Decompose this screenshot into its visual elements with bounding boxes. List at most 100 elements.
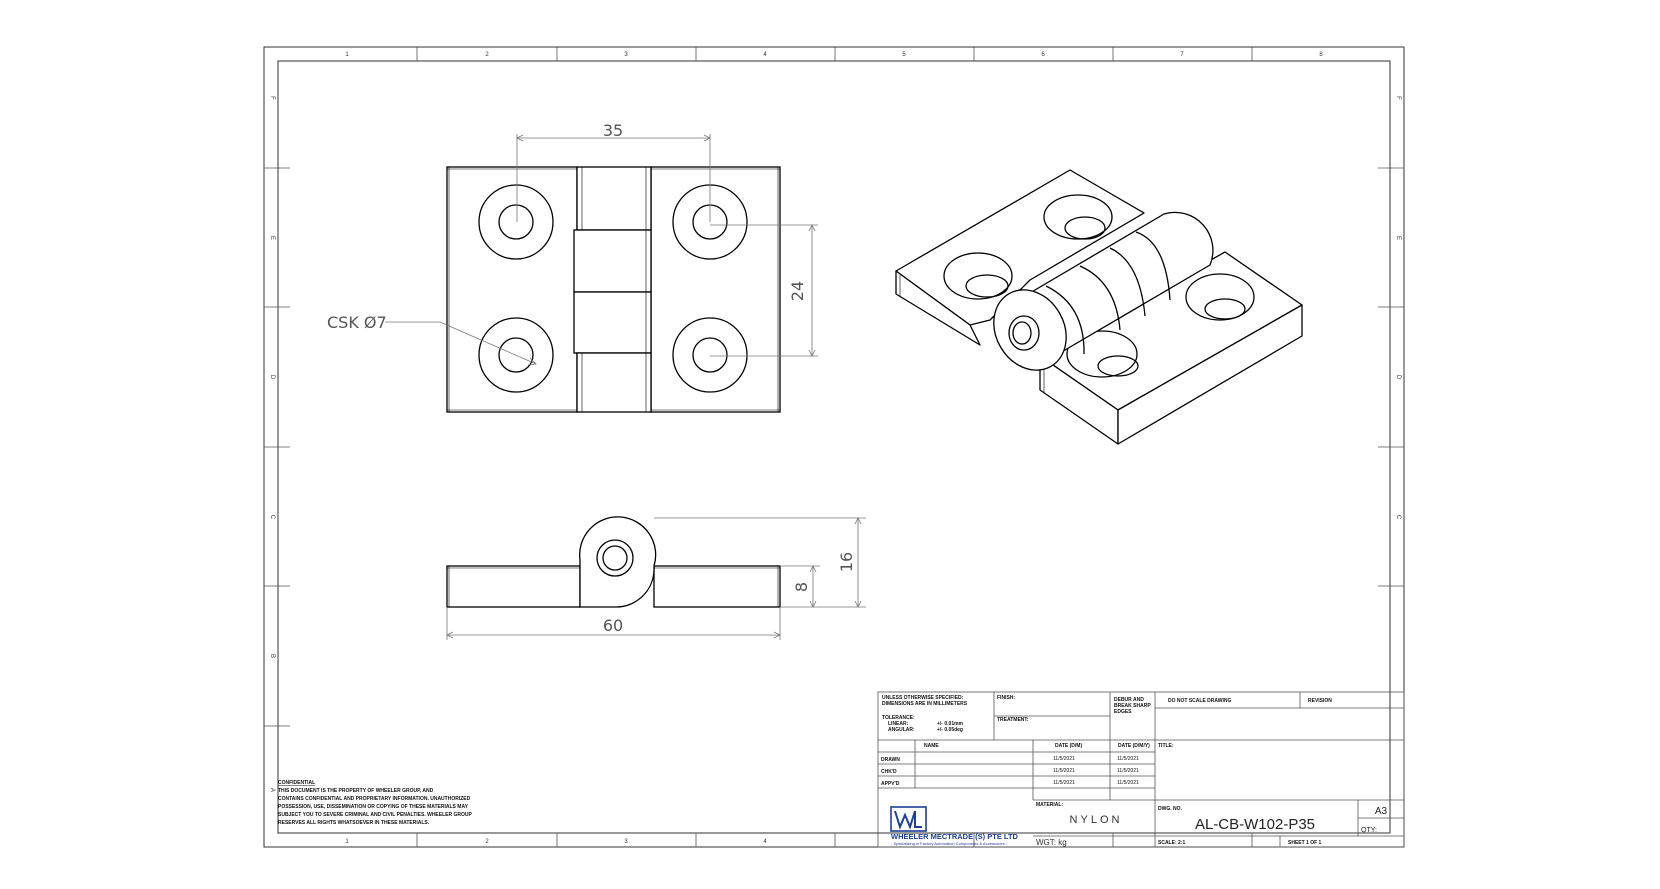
angular-label: ANGULAR:	[888, 727, 915, 733]
side-left-leaf	[446, 565, 581, 608]
row-date: 11/5/2021	[1053, 768, 1075, 774]
row-letters: F E D C B A F E D C	[269, 96, 1401, 792]
row-date: 11/5/2021	[1117, 756, 1139, 762]
iso-hole-inner	[1064, 216, 1106, 240]
col-number: 2	[485, 839, 489, 845]
linear-label: LINEAR:	[888, 721, 909, 727]
iso-hole	[943, 252, 1013, 300]
side-view-dimensions	[446, 517, 866, 640]
col-number: 3	[624, 52, 628, 58]
treatment-label: TREATMENT:	[997, 717, 1029, 723]
iso-hole-inner	[1097, 355, 1139, 377]
sheet-border	[263, 46, 1405, 848]
side-right-leaf	[653, 565, 781, 608]
unless-specified: UNLESS OTHERWISE SPECIFIED:	[882, 695, 964, 701]
confidential-heading: CONFIDENTIAL	[278, 780, 315, 786]
confidential-note: CONFIDENTIAL THIS DOCUMENT IS THE PROPER…	[278, 780, 472, 826]
finish-label: FINISH:	[997, 695, 1015, 701]
column-numbers: 1 2 3 4 5 6 7 8 1 2 3 4	[345, 52, 1323, 845]
row-date: 11/5/2021	[1053, 756, 1075, 762]
pin-inner	[602, 545, 628, 571]
hole-inner	[498, 204, 534, 240]
hole-inner	[692, 337, 728, 373]
isometric-view	[895, 169, 1303, 445]
confidential-line: SUBJECT YOU TO SEVERE CRIMINAL AND CIVIL…	[278, 812, 472, 818]
name-header: NAME	[924, 743, 939, 749]
material-label: MATERIAL:	[1036, 802, 1063, 808]
row-letter: C	[1395, 515, 1401, 520]
deburr-note: EDGES	[1114, 709, 1132, 715]
title-block: UNLESS OTHERWISE SPECIFIED: DIMENSIONS A…	[877, 691, 1405, 848]
row-label-drawn: DRAWN	[881, 757, 900, 763]
confidential-line: POSSESSION, USE, DISSEMINATION OR COPYIN…	[278, 804, 469, 810]
dim-overall-width: 60	[603, 616, 623, 635]
row-letter: C	[269, 515, 275, 520]
company-logo	[890, 806, 927, 832]
revision-label: REVISION	[1308, 698, 1332, 704]
right-leaf	[650, 166, 781, 413]
col-number: 7	[1180, 52, 1184, 58]
weight-label: WGT: kg	[1036, 838, 1067, 847]
dim-leaf-thickness: 8	[792, 582, 811, 592]
row-letter: F	[269, 96, 275, 100]
iso-hole	[1066, 330, 1138, 378]
iso-right-leaf-side	[1117, 304, 1303, 445]
side-view	[446, 516, 781, 608]
row-letter: B	[269, 654, 275, 658]
angular-value: +/- 0.05deg	[937, 727, 963, 733]
left-leaf	[446, 166, 578, 413]
row-letter: D	[1395, 375, 1401, 380]
col-number: 2	[485, 52, 489, 58]
row-date: 11/5/2021	[1117, 768, 1139, 774]
col-number: 5	[902, 52, 906, 58]
linear-value: +/- 0.01mm	[937, 721, 964, 727]
dwg-no-label: DWG. NO.	[1158, 806, 1182, 812]
knuckle-bottom	[576, 352, 652, 413]
front-view	[446, 166, 781, 413]
iso-pin	[1008, 315, 1040, 351]
knuckle-middle-left	[573, 229, 652, 293]
date-header: DATE (D/M/Y)	[1118, 743, 1150, 749]
confidential-line: THIS DOCUMENT IS THE PROPERTY OF WHEELER…	[278, 788, 434, 794]
iso-hole-inner	[1204, 298, 1246, 320]
do-not-scale: DO NOT SCALE DRAWING	[1168, 698, 1231, 704]
col-number: 1	[345, 839, 349, 845]
knuckle-top	[576, 166, 652, 231]
front-view-dimensions	[385, 134, 818, 366]
tolerance-label: TOLERANCE:	[882, 715, 915, 721]
row-letter: A	[269, 788, 275, 792]
pin-outer	[596, 539, 634, 577]
hole-outer	[478, 317, 554, 393]
col-number: 4	[763, 839, 767, 845]
iso-left-leaf-front	[895, 270, 981, 346]
scale-label: SCALE: 2:1	[1158, 840, 1185, 846]
row-label-approved: APPV'D	[881, 781, 900, 787]
title-label: TITLE:	[1158, 743, 1174, 749]
csk-note: CSK Ø7	[327, 313, 387, 332]
iso-hole	[1185, 273, 1255, 321]
dim-hole-spacing-h: 35	[603, 121, 623, 140]
company-tagline: - Specializing in Factory Automation Com…	[891, 841, 1008, 846]
col-number: 6	[1041, 52, 1045, 58]
zone-ticks	[264, 47, 1404, 847]
dim-knuckle-height: 16	[837, 552, 856, 572]
units-note: DIMENSIONS ARE IN MILLIMETERS	[882, 701, 968, 707]
confidential-line: RESERVES ALL RIGHTS WHATSOEVER IN THESE …	[278, 820, 430, 826]
row-date: 11/5/2021	[1053, 780, 1075, 786]
dim-hole-spacing-v: 24	[788, 281, 807, 301]
row-label-checked: CHK'D	[881, 769, 897, 775]
iso-pin-hole	[1012, 321, 1032, 345]
hole-outer	[672, 317, 748, 393]
row-letter: F	[1395, 96, 1401, 100]
deburr-note: BREAK SHARP	[1114, 703, 1151, 709]
drawing-number: AL-CB-W102-P35	[1195, 816, 1315, 833]
company-name: WHEELER MECTRADE (S) PTE LTD	[891, 832, 1019, 841]
deburr-note: DEBUR AND	[1114, 697, 1144, 703]
side-knuckle	[579, 516, 657, 608]
sheet-size: A3	[1375, 806, 1388, 817]
row-letter: E	[269, 236, 275, 240]
knuckle-middle-right	[573, 291, 652, 354]
date-header: DATE (D/M)	[1055, 743, 1082, 749]
col-number: 3	[624, 839, 628, 845]
